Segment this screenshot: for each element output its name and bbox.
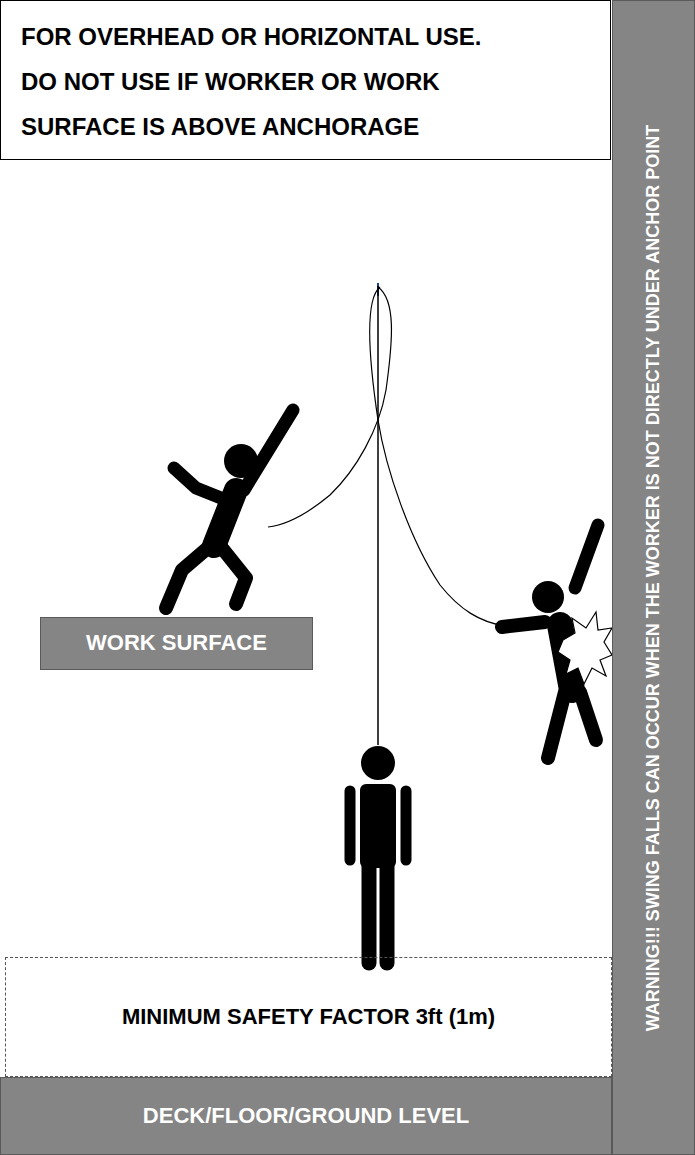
instruction-box: FOR OVERHEAD OR HORIZONTAL USE. DO NOT U…: [0, 0, 611, 160]
work-surface-box: WORK SURFACE: [40, 617, 313, 670]
ground-level-band: DECK/FLOOR/GROUND LEVEL: [0, 1077, 612, 1155]
label-text: MINIMUM SAFETY FACTOR 3ft (1m): [122, 1004, 495, 1030]
warning-text: WARNING!!! SWING FALLS CAN OCCUR WHEN TH…: [644, 124, 664, 1030]
standing-worker: [350, 746, 406, 963]
worker-arm: [401, 791, 412, 860]
worker-head: [361, 746, 395, 780]
falling-worker: [166, 410, 293, 608]
worker-leg: [222, 548, 246, 604]
worker-arm: [502, 622, 545, 627]
warning-band: WARNING!!! SWING FALLS CAN OCCUR WHEN TH…: [612, 0, 695, 1155]
worker-leg: [548, 692, 565, 758]
label-text: FOR OVERHEAD OR HORIZONTAL USE. DO NOT U…: [21, 14, 521, 149]
worker-leg: [362, 862, 377, 963]
lanyard-left: [268, 287, 391, 527]
worker-leg: [380, 862, 395, 963]
worker-arm: [345, 791, 356, 860]
worker-torso: [360, 784, 396, 868]
worker-arm: [244, 410, 293, 490]
lanyard-right: [370, 287, 505, 626]
worker-arm: [174, 468, 226, 500]
worker-leg: [580, 692, 596, 740]
worker-arm: [575, 525, 598, 588]
worker-leg: [166, 546, 210, 608]
safety-factor-zone: MINIMUM SAFETY FACTOR 3ft (1m): [5, 957, 612, 1077]
worker-head: [532, 581, 564, 613]
impact-star: [558, 612, 612, 684]
label-text: DECK/FLOOR/GROUND LEVEL: [143, 1103, 469, 1129]
label-text: WORK SURFACE: [86, 630, 267, 656]
lifeline: [377, 286, 379, 745]
